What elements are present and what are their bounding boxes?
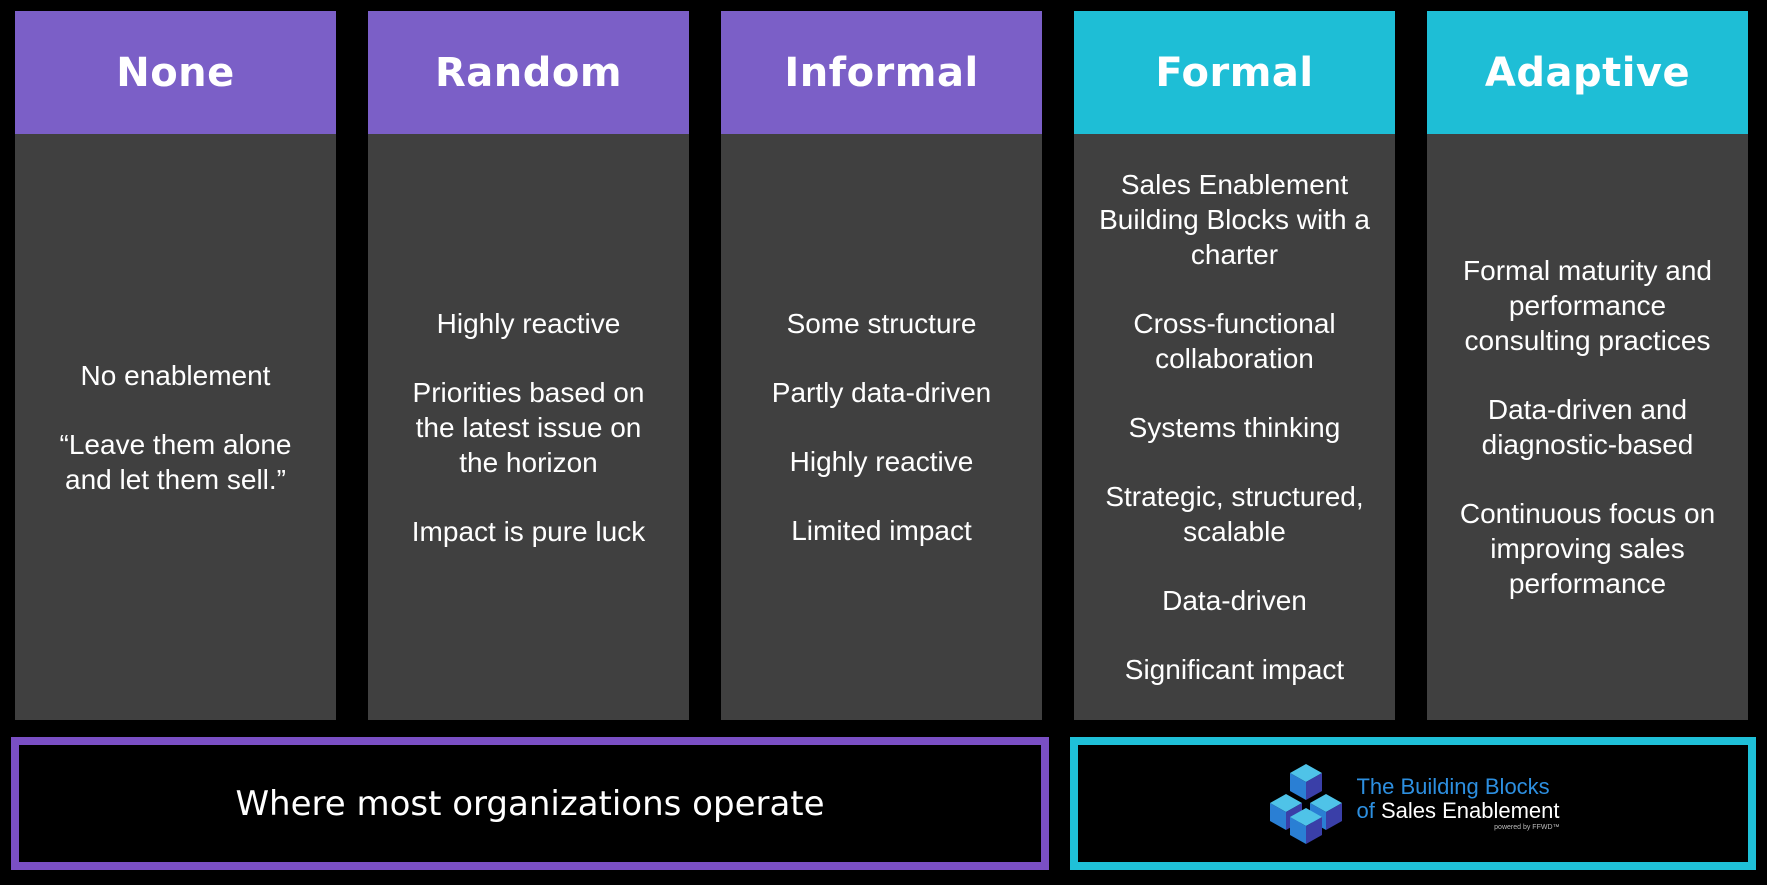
column-header: Adaptive <box>1427 11 1748 134</box>
logo-of: of <box>1356 797 1375 823</box>
column-header: None <box>15 11 336 134</box>
list-item: Data-driven <box>1162 585 1307 616</box>
list-item: Limited impact <box>791 515 972 546</box>
list-item: No enablement <box>80 359 271 391</box>
list-item: Cross-functional collaboration <box>1133 308 1336 374</box>
column-body: Highly reactive Priorities based on the … <box>368 134 689 720</box>
banner-logo: The Building Blocks of Sales Enablement … <box>1070 737 1756 870</box>
list-item: Strategic, structured, scalable <box>1105 481 1364 547</box>
list-item: Highly reactive <box>789 446 974 477</box>
building-blocks-logo: The Building Blocks of Sales Enablement … <box>1266 762 1560 846</box>
column-adaptive: Adaptive Formal maturity and performance… <box>1427 11 1748 720</box>
column-title: None <box>116 49 235 96</box>
column-body: Formal maturity and performance consulti… <box>1427 134 1748 720</box>
column-body: Some structure Partly data-driven Highly… <box>721 134 1042 720</box>
column-random: Random Highly reactive Priorities based … <box>368 11 689 720</box>
column-body: No enablement “Leave them alone and let … <box>15 134 336 720</box>
column-header: Random <box>368 11 689 134</box>
column-body: Sales Enablement Building Blocks with a … <box>1074 134 1395 720</box>
list-item: Sales Enablement Building Blocks with a … <box>1099 169 1370 270</box>
banner-text: Where most organizations operate <box>235 783 825 824</box>
list-item: “Leave them alone and let them sell.” <box>59 428 292 495</box>
list-item: Data-driven and diagnostic-based <box>1481 394 1694 460</box>
list-item: Priorities based on the latest issue on … <box>412 376 645 478</box>
column-title: Formal <box>1155 49 1314 96</box>
column-title: Adaptive <box>1484 49 1691 96</box>
column-header: Informal <box>721 11 1042 134</box>
list-item: Impact is pure luck <box>411 515 646 547</box>
column-informal: Informal Some structure Partly data-driv… <box>721 11 1042 720</box>
column-header: Formal <box>1074 11 1395 134</box>
list-item: Some structure <box>786 308 977 339</box>
logo-text: The Building Blocks of Sales Enablement … <box>1356 773 1560 833</box>
logo-powered-by: powered by FFWD™ <box>1494 823 1560 831</box>
list-item: Systems thinking <box>1128 412 1341 443</box>
list-item: Significant impact <box>1124 654 1345 685</box>
list-item: Highly reactive <box>436 307 621 339</box>
column-none: None No enablement “Leave them alone and… <box>15 11 336 720</box>
banner-most-organizations: Where most organizations operate <box>11 737 1049 870</box>
logo-line-2: of Sales Enablement <box>1356 797 1560 823</box>
logo-sales-enablement: Sales Enablement <box>1380 797 1560 823</box>
list-item: Formal maturity and performance consulti… <box>1463 255 1712 356</box>
list-item: Continuous focus on improving sales perf… <box>1459 498 1716 599</box>
column-title: Random <box>434 49 623 96</box>
list-item: Partly data-driven <box>771 377 992 408</box>
stacked-cubes-icon <box>1270 763 1343 844</box>
column-title: Informal <box>784 49 979 96</box>
column-formal: Formal Sales Enablement Building Blocks … <box>1074 11 1395 720</box>
logo-line-1: The Building Blocks <box>1356 773 1550 799</box>
